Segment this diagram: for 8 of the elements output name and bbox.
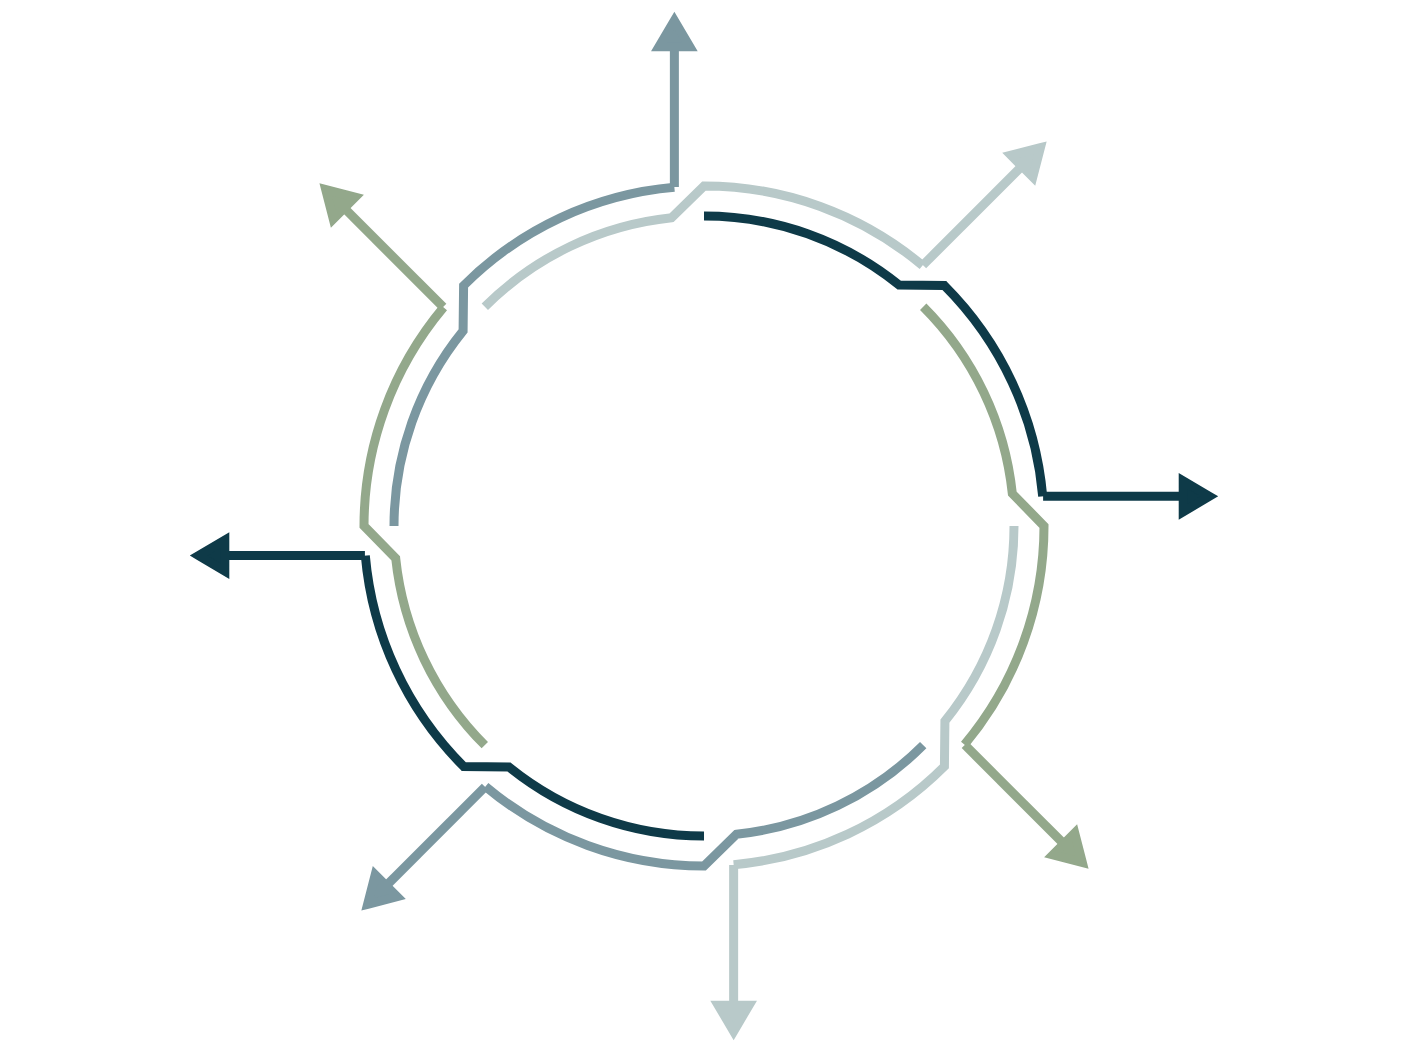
arc-segment — [482, 741, 927, 871]
arc-segment — [703, 211, 1048, 497]
arc-segment — [733, 525, 1019, 870]
arc-segment — [360, 555, 705, 841]
arc-segment — [359, 304, 489, 749]
arc-segment — [389, 182, 675, 527]
arc-segment — [481, 181, 926, 311]
arc-segment — [919, 303, 1049, 748]
